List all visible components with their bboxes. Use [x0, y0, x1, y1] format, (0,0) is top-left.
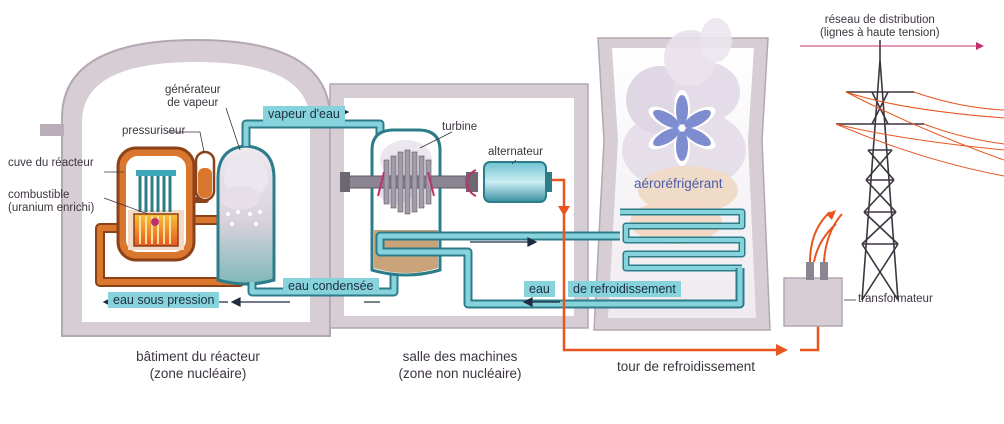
zone-tour: tour de refroidissement: [616, 359, 756, 374]
tag-vapeur: vapeur d'eau: [263, 106, 345, 122]
turbine-rotor: [340, 149, 467, 215]
label-pressuriseur: pressuriseur: [122, 125, 186, 137]
label-cuve: cuve du réacteur: [8, 157, 94, 169]
tag-eau: eau: [524, 281, 555, 297]
tag-refroidissement: de refroidissement: [568, 281, 681, 297]
pressurizer: [194, 150, 216, 202]
tag-eau-condensee: eau condensée: [283, 278, 379, 294]
zone-reacteur: bâtiment du réacteur (zone nucléaire): [136, 349, 260, 381]
label-generateur: générateur de vapeur: [165, 84, 221, 109]
zone-machines: salle des machines (zone non nucléaire): [398, 349, 522, 381]
label-combustible: combustible (uranium enrichi): [8, 189, 95, 214]
leader-lines: [103, 107, 856, 301]
transformer: [783, 210, 843, 327]
label-transformateur: transformateur: [858, 293, 933, 305]
power-lines: [835, 91, 1004, 177]
steam-generator: [216, 144, 276, 286]
aerorefrigerant-logo-icon: [648, 90, 716, 166]
alternator: [466, 161, 552, 203]
condenser-water-loop: [375, 231, 745, 309]
label-alternateur: alternateur: [488, 146, 543, 158]
cooling-tower: [593, 18, 771, 331]
reseau-arrow: [800, 42, 984, 50]
tag-eau-pression: eau sous pression: [108, 292, 220, 308]
label-turbine: turbine: [442, 121, 478, 133]
label-reseau: réseau de distribution (lignes à haute t…: [820, 14, 940, 39]
label-aerorefrigerant: aéroréfrigérant: [634, 176, 723, 191]
reactor-vessel: [116, 146, 196, 262]
pylon: [836, 40, 924, 301]
